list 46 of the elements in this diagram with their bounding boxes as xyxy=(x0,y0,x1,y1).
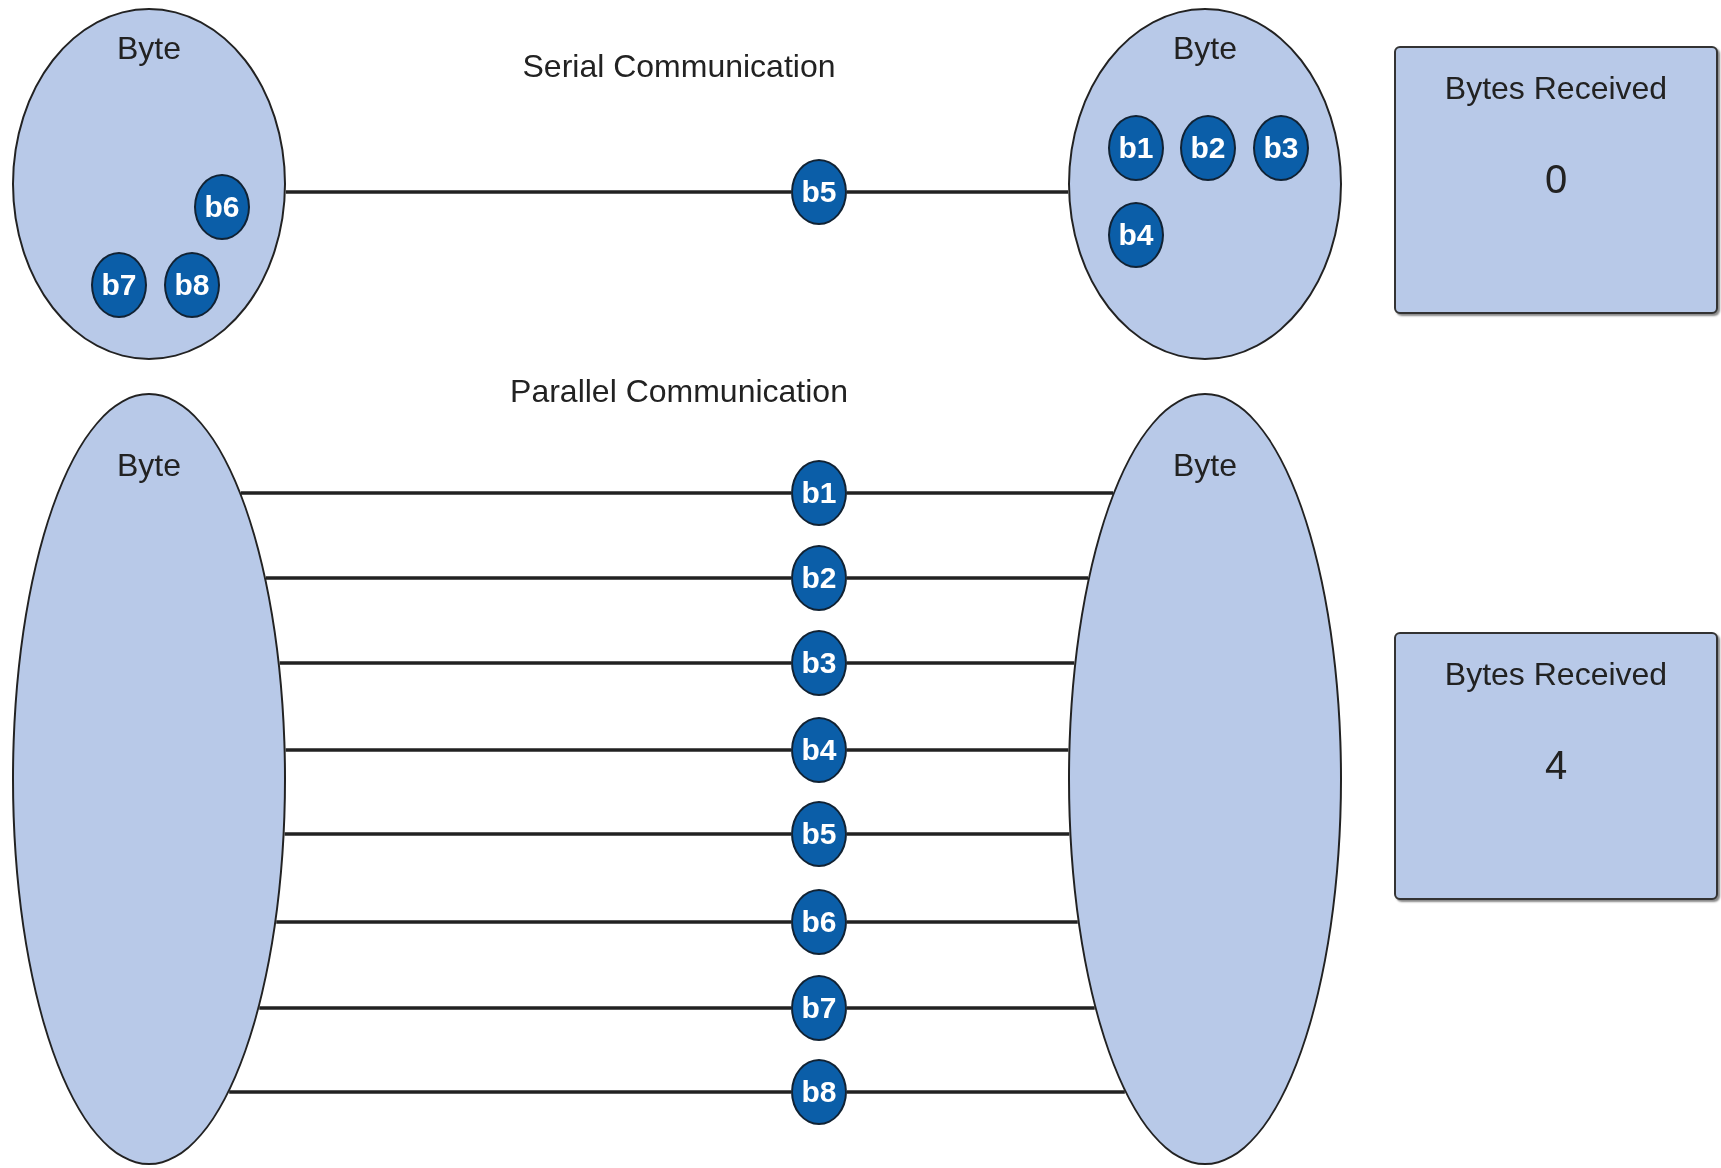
wire-line xyxy=(847,491,1113,495)
section-title: Serial Communication xyxy=(522,48,836,85)
bit-circle: b7 xyxy=(91,252,147,318)
wire-line xyxy=(285,190,791,194)
bit-circle: b5 xyxy=(791,801,847,867)
bit-circle: b5 xyxy=(791,159,847,225)
section-title: Parallel Communication xyxy=(510,373,848,410)
counter-value: 0 xyxy=(1544,157,1568,202)
wire-line xyxy=(284,832,791,836)
wire-line xyxy=(259,1006,791,1010)
wire-line xyxy=(847,661,1075,665)
counter-title: Bytes Received xyxy=(1444,70,1668,107)
wire-line xyxy=(847,190,1069,194)
bit-circle: b2 xyxy=(1180,115,1236,181)
bit-circle: b1 xyxy=(1108,115,1164,181)
counter-box xyxy=(1394,46,1718,314)
wire-line xyxy=(265,576,791,580)
byte-label: Byte xyxy=(116,30,182,67)
bit-circle: b8 xyxy=(791,1059,847,1125)
wire-line xyxy=(285,748,791,752)
bit-circle: b4 xyxy=(791,717,847,783)
byte-label: Byte xyxy=(1172,30,1238,67)
bit-circle: b6 xyxy=(194,174,250,240)
bit-circle: b7 xyxy=(791,975,847,1041)
counter-value: 4 xyxy=(1544,743,1568,788)
byte-label: Byte xyxy=(1172,447,1238,484)
bit-circle: b4 xyxy=(1108,202,1164,268)
wire-line xyxy=(847,1090,1125,1094)
wire-line xyxy=(847,1006,1095,1010)
wire-line xyxy=(229,1090,791,1094)
bit-circle: b3 xyxy=(791,630,847,696)
wire-line xyxy=(847,920,1078,924)
bit-circle: b1 xyxy=(791,460,847,526)
counter-box xyxy=(1394,632,1718,900)
wire-line xyxy=(279,661,791,665)
wire-line xyxy=(847,748,1069,752)
bit-circle: b3 xyxy=(1253,115,1309,181)
byte-label: Byte xyxy=(116,447,182,484)
wire-line xyxy=(276,920,791,924)
wire-line xyxy=(847,832,1070,836)
bit-circle: b8 xyxy=(164,252,220,318)
bit-circle: b6 xyxy=(791,889,847,955)
counter-title: Bytes Received xyxy=(1444,656,1668,693)
wire-line xyxy=(241,491,791,495)
bit-circle: b2 xyxy=(791,545,847,611)
wire-line xyxy=(847,576,1089,580)
